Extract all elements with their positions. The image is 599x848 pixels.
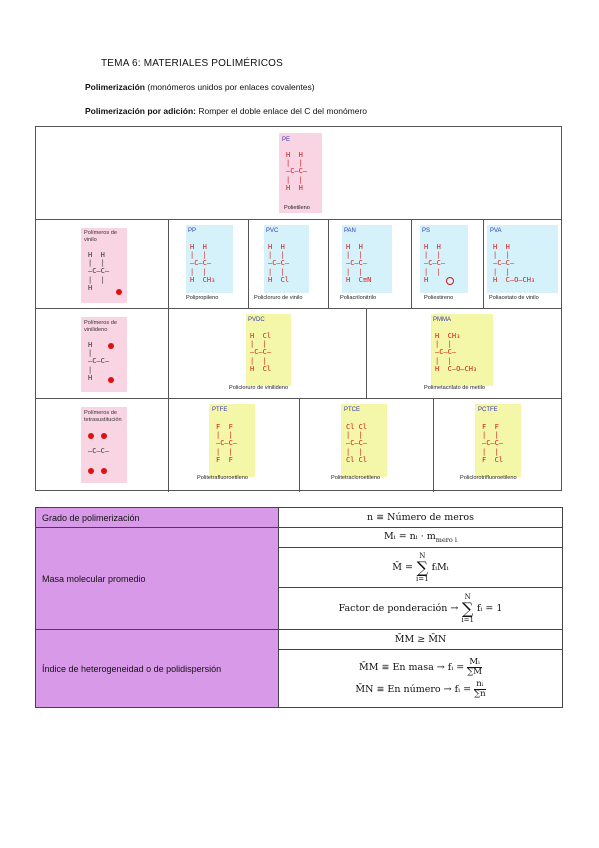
tetrasustitucion-structure: –C–C– [88, 447, 110, 456]
ptce-name: Politetracloroetileno [331, 475, 381, 481]
grid-divider [36, 219, 561, 220]
vinilideno-label: Polímeros de vinilideno [84, 320, 117, 333]
vinilideno-card [81, 317, 127, 392]
pvc-card [264, 225, 309, 293]
pmma-name: Polimetacrilato de metilo [424, 385, 485, 391]
grid-divider [36, 308, 561, 309]
pvdc-name: Policloruro de vinilideno [229, 385, 289, 391]
pmma-structure: H CH₃ | | –C–C– | | H C–O–CH₃ [435, 332, 478, 373]
ps-code: PS [422, 228, 431, 234]
table-row: M̄M ≡ En masa → fᵢ = Mᵢ∑M M̄N ≡ En númer… [36, 649, 563, 708]
pva-code: PVA [490, 228, 502, 234]
ptce-structure: Cl Cl | | –C–C– | | Cl Cl [346, 423, 368, 464]
benzene-ring-icon [446, 277, 454, 285]
substituent-dot [101, 433, 107, 439]
indice-formula-2: M̄M ≡ En masa → fᵢ = Mᵢ∑M M̄N ≡ En númer… [278, 649, 563, 708]
grid-divider [36, 398, 561, 399]
ptfe-name: Politetrafluoroetileno [197, 475, 248, 481]
pva-card [487, 225, 558, 293]
indice-label: Índice de heterogeneidad o de polidisper… [35, 629, 279, 708]
masa-formula-1: Mᵢ = nᵢ · mmero i [278, 527, 563, 548]
pvc-structure: H H | | –C–C– | | H Cl [268, 243, 290, 284]
ps-structure: H H | | –C–C– | | H [424, 243, 446, 284]
pva-name: Poliacetato de vinilo [489, 295, 539, 301]
page-title: TEMA 6: MATERIALES POLIMÉRICOS [101, 58, 283, 69]
pp-name: Polipropileno [186, 295, 219, 301]
ptfe-card [209, 404, 255, 477]
table-row: Masa molecular promedio Mᵢ = nᵢ · mmero … [35, 527, 563, 630]
ptfe-code: PTFE [212, 407, 228, 413]
vinilo-structure: H H | | –C–C– | | H [88, 251, 110, 292]
pp-card [186, 225, 233, 293]
grado-label: Grado de polimerización [35, 507, 279, 528]
summation-icon: N∑i=1 [416, 552, 429, 583]
table-row: Grado de polimerización n ≡ Número de me… [35, 507, 563, 528]
polymer-grid: PE H H | | –C–C– | | H H Polietileno Pol… [35, 126, 562, 492]
pp-code: PP [188, 228, 197, 234]
grado-formula: n ≡ Número de meros [278, 507, 563, 528]
masa-formula-3: Factor de ponderación → N∑i=1 fᵢ = 1 [278, 587, 563, 630]
substituent-dot [101, 468, 107, 474]
pctfe-name: Policlorotrifluoroetileno [460, 475, 517, 481]
pan-card [342, 225, 392, 293]
pctfe-card [475, 404, 521, 477]
ptce-card [341, 404, 387, 477]
pctfe-structure: F F | | –C–C– | | F Cl [482, 423, 504, 464]
pva-structure: H H | | –C–C– | | H C–O–CH₃ [493, 243, 536, 284]
ps-card [420, 225, 468, 293]
masa-formula-2: M̄ = N∑i=1 fᵢMᵢ [278, 547, 563, 588]
pvdc-code: PVDC [248, 317, 265, 323]
ps-name: Poliestireno [424, 295, 454, 301]
pvc-name: Policloruro de vinilo [254, 295, 303, 301]
pp-structure: H H | | –C–C– | | H CH₃ [190, 243, 216, 284]
substituent-dot [88, 433, 94, 439]
pe-name: Polietileno [284, 205, 310, 211]
substituent-dot [88, 468, 94, 474]
vinilo-label: Polímeros de vinilo [84, 230, 117, 243]
pan-code: PAN [344, 228, 356, 234]
fraction: nᵢ∑n [474, 679, 486, 699]
definitions-table: Grado de polimerización n ≡ Número de me… [35, 507, 563, 708]
pan-name: Poliacrilonitrilo [340, 295, 377, 301]
pe-card [279, 133, 322, 213]
pmma-code: PMMA [433, 317, 451, 323]
polimerizacion-term: Polimerización [85, 82, 145, 92]
summation-icon: N∑i=1 [461, 593, 474, 624]
table-row: Índice de heterogeneidad o de polidisper… [35, 629, 563, 708]
pvdc-structure: H Cl | | –C–C– | | H Cl [250, 332, 272, 373]
ptfe-structure: F F | | –C–C– | | F F [216, 423, 238, 464]
adicion-definition: Polimerización por adición: Romper el do… [85, 106, 367, 116]
pan-structure: H H | | –C–C– | | H C≡N [346, 243, 372, 284]
vinilideno-structure: H | –C–C– | H [88, 341, 110, 382]
substituent-dot [108, 343, 114, 349]
ptce-code: PTCE [344, 407, 361, 413]
pe-code: PE [282, 137, 291, 143]
fraction: Mᵢ∑M [467, 657, 482, 677]
masa-label: Masa molecular promedio [35, 527, 279, 630]
tetrasustitucion-label: Polímeros de tetrasustitución [84, 410, 122, 423]
pe-structure: H H | | –C–C– | | H H [286, 151, 308, 192]
adicion-text: Romper el doble enlace del C del monómer… [196, 106, 368, 116]
pmma-card [431, 314, 493, 386]
polimerizacion-text: (monómeros unidos por enlaces covalentes… [145, 82, 315, 92]
pvc-code: PVC [266, 228, 279, 234]
substituent-dot [116, 289, 122, 295]
substituent-dot [108, 377, 114, 383]
polimerizacion-definition: Polimerización (monómeros unidos por enl… [85, 82, 315, 92]
table-row: Factor de ponderación → N∑i=1 fᵢ = 1 [36, 587, 563, 630]
adicion-term: Polimerización por adición: [85, 106, 196, 116]
pctfe-code: PCTFE [478, 407, 498, 413]
pvdc-card [246, 314, 291, 386]
table-row: M̄ = N∑i=1 fᵢMᵢ [36, 547, 563, 588]
indice-formula-1: M̄M ≥ M̄N [278, 629, 563, 650]
